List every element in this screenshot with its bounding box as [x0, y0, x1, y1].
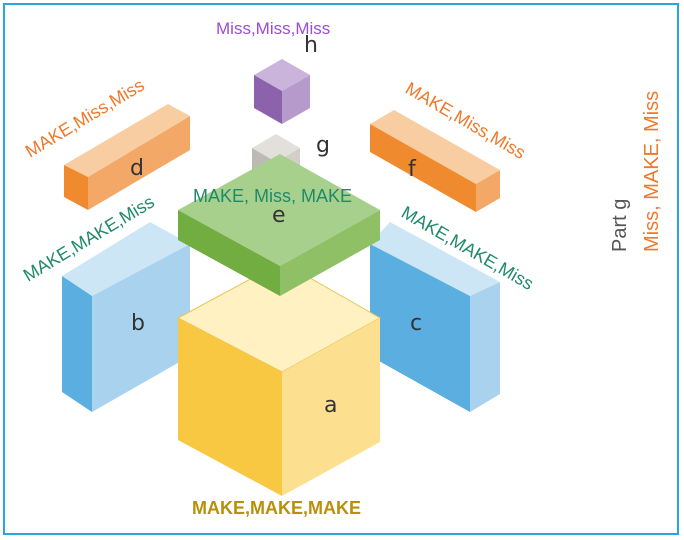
part-c-letter: c [410, 311, 422, 336]
part-e-top [178, 154, 380, 266]
part-a-cube [176, 261, 382, 496]
part-c-top [370, 222, 500, 296]
part-h-right [282, 75, 310, 124]
part-f-letter: f [408, 157, 417, 182]
part-a-front [178, 318, 282, 496]
part-a-letter: a [324, 393, 337, 418]
part-e-letter: e [272, 203, 286, 228]
part-b-slab [62, 222, 190, 412]
part-g-letter: g [316, 133, 330, 158]
part-f-top [370, 110, 500, 184]
part-b-side [92, 244, 190, 412]
label-e: MAKE, Miss, MAKE [193, 186, 352, 206]
part-c-slab [370, 222, 500, 412]
part-c-front [370, 244, 470, 412]
part-c-side [470, 282, 500, 412]
part-d-letter: d [130, 156, 144, 181]
part-f-front [370, 124, 476, 212]
label-h: Miss,Miss,Miss [216, 19, 330, 38]
part-h-cube [254, 59, 310, 124]
part-d-side [88, 116, 190, 210]
part-f-side [476, 170, 500, 212]
part-b-top [62, 222, 190, 296]
side-note-title: Part g [609, 199, 631, 252]
part-e-slab [178, 154, 380, 296]
part-d-front [64, 165, 88, 210]
part-b-front [62, 276, 92, 412]
side-note-value: Miss, MAKE, Miss [641, 91, 663, 252]
part-h-left [254, 75, 282, 124]
part-e-right [280, 210, 380, 296]
part-a-side [282, 318, 380, 496]
label-a: MAKE,MAKE,MAKE [192, 498, 361, 518]
part-h-letter: h [304, 33, 318, 58]
part-f-bar [370, 110, 500, 212]
part-b-letter: b [131, 311, 145, 336]
part-e-left [178, 210, 280, 296]
part-d-bar [64, 104, 190, 210]
part-d-top [64, 104, 190, 177]
